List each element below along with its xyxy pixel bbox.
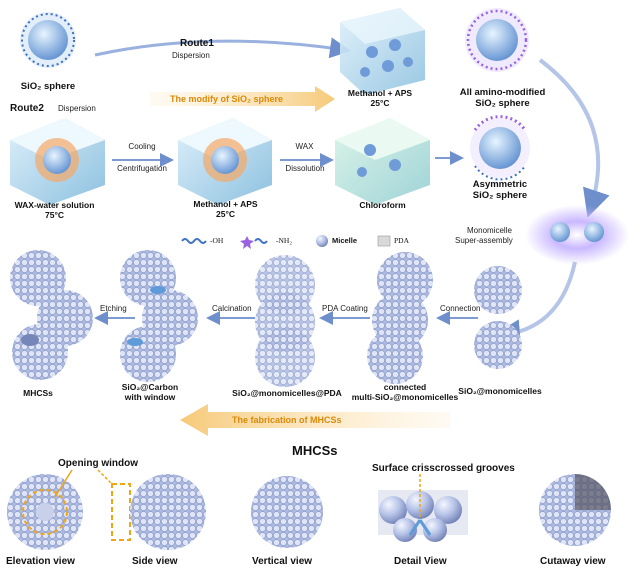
sio2-mono-pda-label: SiO₂@monomicelles@PDA <box>232 388 342 398</box>
cutaway-view-sphere <box>539 474 611 546</box>
mhcss-label: MHCSs <box>23 388 53 398</box>
asymmetric-label-2: SiO₂ sphere <box>472 190 528 201</box>
route2-label: Route2 <box>10 103 44 114</box>
elevation-view-sphere <box>7 474 83 550</box>
legend-pda: PDA <box>394 236 410 245</box>
sio2-mono-label: SiO₂@monomicelles <box>458 386 542 396</box>
side-view-window-box <box>111 483 131 541</box>
micelle-legend-icon <box>316 235 328 247</box>
asymmetric-sphere-icon <box>470 115 530 181</box>
mhcss-title: MHCSs <box>292 443 338 458</box>
cube-methanol-mid <box>178 118 272 205</box>
wax-water-label-1: WAX-water solution <box>14 200 95 210</box>
vertical-view-sphere <box>251 476 323 548</box>
cube-chloroform <box>335 118 430 205</box>
vertical-view-label: Vertical view <box>252 556 313 567</box>
wax-label: WAX <box>295 142 314 151</box>
sio2-carbon-label-2: with window <box>124 392 176 402</box>
super-assembly-glow <box>525 205 629 265</box>
sio2-sphere-icon <box>20 12 76 68</box>
methanol-aps-mid: Methanol + APS <box>193 199 258 209</box>
connection-label: Connection <box>440 304 481 313</box>
detail-view-label: Detail View <box>394 556 447 567</box>
monomicelle-label-2: Super-assembly <box>455 236 513 245</box>
sio2-carbon-label-1: SiO₂@Carbon <box>121 382 179 392</box>
modify-banner: The modify of SiO₂ sphere <box>170 94 284 104</box>
pda-coating-label: PDA Coating <box>322 304 368 313</box>
monomicelle-label-1: Monomicelle <box>467 226 512 235</box>
amino-sphere-icon <box>465 8 529 72</box>
centrifugation-label: Centrifugation <box>117 164 167 173</box>
methanol-aps-top: Methanol + APS <box>347 88 413 98</box>
calcination-label: Calcination <box>212 304 252 313</box>
cutaway-view-label: Cutaway view <box>540 556 606 567</box>
mhcss-cluster <box>10 250 93 380</box>
legend-oh: -OH <box>210 236 224 245</box>
sio2-monomicelles-pair <box>474 266 522 369</box>
sio2-sphere-label: SiO₂ sphere <box>20 81 76 92</box>
fabrication-banner: The fabrication of MHCSs <box>232 415 342 425</box>
cube-wax-water <box>10 118 105 205</box>
sio2-monomicelles-pda-cluster <box>255 255 315 387</box>
elevation-view-label: Elevation view <box>6 556 75 567</box>
all-amino-label-2: SiO₂ sphere <box>475 98 530 109</box>
temp-mid: 25°C <box>216 209 235 219</box>
route-curve-arrow <box>538 58 610 218</box>
oh-legend-icon <box>181 238 207 244</box>
connected-label-2: multi-SiO₂@monomicelles <box>351 392 459 402</box>
asymmetric-label-1: Asymmetric <box>472 179 528 190</box>
connected-label-1: connected <box>383 382 427 392</box>
modify-banner-arrow <box>150 86 335 112</box>
detail-view <box>378 490 468 542</box>
wax-water-label-2: 75°C <box>45 210 64 220</box>
pda-legend-icon <box>377 235 391 247</box>
legend-micelle: Micelle <box>332 236 358 245</box>
all-amino-label-1: All amino-modified <box>459 87 546 98</box>
route1-arrow <box>94 37 351 59</box>
dissolution-label: Dissolution <box>285 164 325 173</box>
route1-label: Route1 <box>180 38 214 49</box>
cube-methanol-top <box>340 8 425 95</box>
route1-dispersion: Dispersion <box>172 51 210 60</box>
opening-window-label: Opening window <box>58 458 138 469</box>
route2-dispersion: Dispersion <box>58 104 96 113</box>
fabrication-banner-arrow <box>180 404 450 436</box>
nh2-legend-icon <box>240 236 254 249</box>
cooling-label: Cooling <box>128 142 156 151</box>
legend-nh2: -NH₂ <box>276 236 292 245</box>
sio2-carbon-cluster <box>120 250 198 382</box>
connected-cluster <box>367 252 433 384</box>
opening-window-pointer <box>54 469 73 498</box>
chloroform-label: Chloroform <box>359 200 406 210</box>
side-view-sphere <box>130 474 206 550</box>
grooves-label: Surface crisscrossed grooves <box>372 463 515 474</box>
temp-top: 25°C <box>370 98 390 108</box>
side-view-label: Side view <box>132 556 178 567</box>
etching-label: Etching <box>100 304 127 313</box>
